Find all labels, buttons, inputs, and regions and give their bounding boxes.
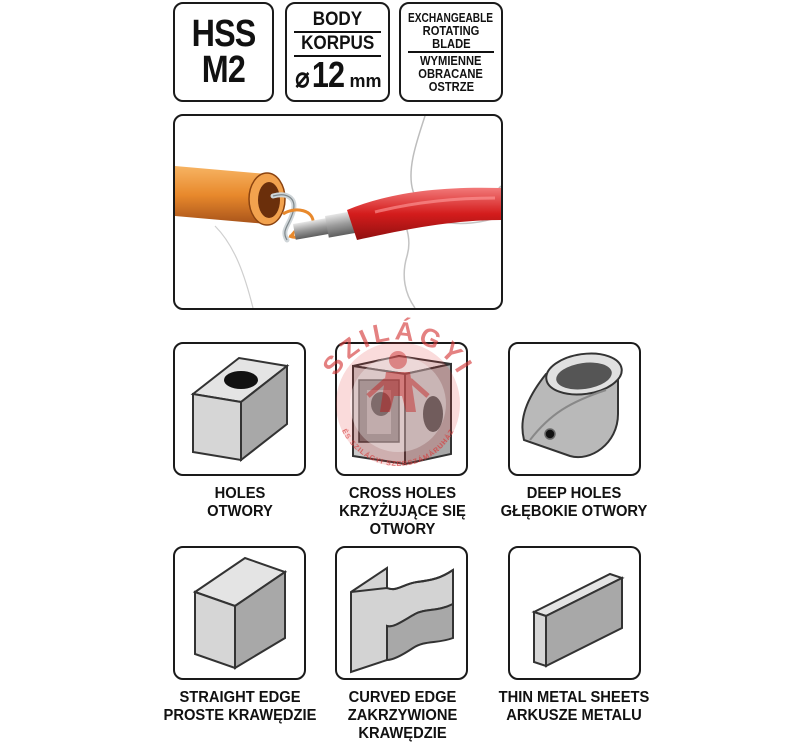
curved-edge-icon xyxy=(350,566,454,674)
caption-curved-edge-pl2: KRAWĘDZIE xyxy=(358,725,447,742)
blade-line1: EXCHANGEABLE xyxy=(408,10,494,25)
caption-curved-edge-en: CURVED EDGE xyxy=(348,689,457,706)
blade-divider xyxy=(408,51,494,53)
material-line2: M2 xyxy=(201,49,246,91)
deburring-scene xyxy=(175,116,501,308)
dimension-unit: mm xyxy=(349,70,382,91)
curved-edge-icon-box xyxy=(335,546,468,680)
blade-line4: WYMIENNE xyxy=(420,53,482,68)
deep-holes-icon xyxy=(521,352,623,459)
straight-edge-icon-box xyxy=(173,546,306,680)
holes-icon-box xyxy=(173,342,306,476)
straight-edge-icon xyxy=(192,556,288,670)
blade-badge: EXCHANGEABLE ROTATING BLADE WYMIENNE OBR… xyxy=(399,2,503,102)
caption-straight-edge-pl: PROSTE KRAWĘDZIE xyxy=(163,707,317,724)
caption-deep-holes-pl: GŁĘBOKIE OTWORY xyxy=(500,503,648,520)
caption-cross-holes-pl: KRZYŻUJĄCE SIĘ xyxy=(339,503,466,520)
material-badge: HSS M2 xyxy=(173,2,274,102)
body-line1: BODY xyxy=(312,8,363,30)
thin-metal-sheets-icon-box xyxy=(508,546,641,680)
body-line2: KORPUS xyxy=(300,32,375,54)
cross-holes-icon-box xyxy=(335,342,468,476)
caption-holes: HOLES OTWORY xyxy=(140,485,340,521)
body-dimension: ⌀ 12 mm xyxy=(294,53,382,95)
material-line1: HSS xyxy=(191,13,257,55)
caption-straight-edge-en: STRAIGHT EDGE xyxy=(179,689,301,706)
caption-curved-edge-pl: ZAKRZYWIONE xyxy=(347,707,458,724)
blade-line2: ROTATING xyxy=(422,23,480,38)
caption-deep-holes-en: DEEP HOLES xyxy=(526,485,622,502)
caption-cross-holes: CROSS HOLES KRZYŻUJĄCE SIĘ OTWORY xyxy=(300,485,505,539)
holes-icon xyxy=(190,356,290,463)
caption-holes-pl: OTWORY xyxy=(207,503,273,520)
caption-straight-edge: STRAIGHT EDGE PROSTE KRAWĘDZIE xyxy=(140,689,340,725)
body-badge: BODY KORPUS ⌀ 12 mm xyxy=(285,2,390,102)
deep-holes-icon-box xyxy=(508,342,641,476)
caption-thin-metal-sheets: THIN METAL SHEETS ARKUSZE METALU xyxy=(474,689,674,725)
blade-line3: BLADE xyxy=(431,36,471,51)
body-divider-2 xyxy=(294,54,381,57)
caption-holes-en: HOLES xyxy=(214,485,266,502)
blade-line6: OSTRZE xyxy=(428,79,474,94)
cross-holes-icon xyxy=(352,354,452,466)
caption-curved-edge: CURVED EDGE ZAKRZYWIONE KRAWĘDZIE xyxy=(300,689,505,743)
deburring-tool-illustration xyxy=(173,114,503,310)
blade-line5: OBRACANE xyxy=(418,66,484,81)
caption-thin-metal-sheets-pl: ARKUSZE METALU xyxy=(506,707,642,724)
body-divider xyxy=(294,30,381,33)
caption-cross-holes-en: CROSS HOLES xyxy=(348,485,457,502)
caption-thin-metal-sheets-en: THIN METAL SHEETS xyxy=(498,689,650,706)
caption-cross-holes-pl2: OTWORY xyxy=(369,521,436,538)
diameter-icon: ⌀ xyxy=(294,61,309,93)
thin-metal-sheets-icon xyxy=(531,572,625,668)
caption-deep-holes: DEEP HOLES GŁĘBOKIE OTWORY xyxy=(474,485,674,521)
dimension-value: 12 xyxy=(312,53,345,95)
